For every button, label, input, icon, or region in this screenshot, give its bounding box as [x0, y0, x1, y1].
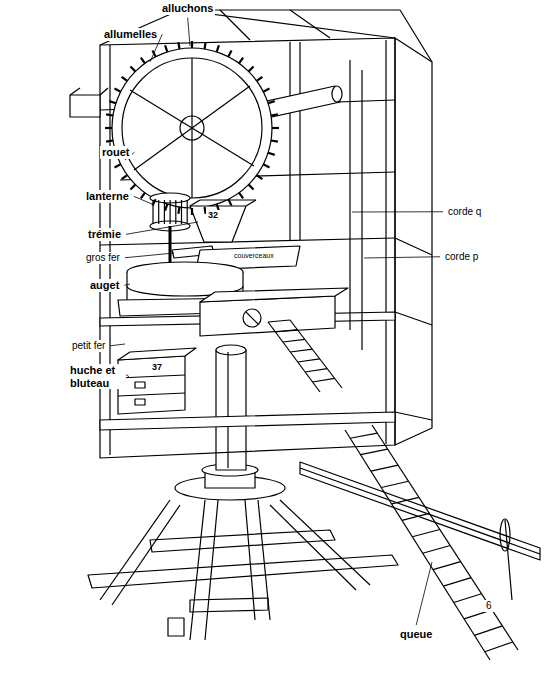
wheel-tooth [239, 193, 243, 199]
part-label: lanterne [84, 190, 131, 203]
wheel-tooth [268, 101, 275, 103]
wheel-tooth [249, 185, 254, 190]
wheel-tooth [271, 114, 278, 115]
part-label: alluchons [160, 2, 215, 15]
wheel-tooth [165, 45, 167, 52]
stair-step [283, 339, 305, 342]
leader-line [124, 284, 130, 285]
ladder-rung [361, 449, 388, 455]
lantern-pinion [150, 193, 190, 272]
wheel-tooth [257, 175, 263, 179]
part-label: allumelles [102, 28, 159, 41]
wheel-tooth [257, 77, 263, 81]
part-label: corde q [446, 206, 483, 218]
wheel-tooth [178, 42, 179, 49]
wheel-tooth [106, 141, 113, 142]
ladder-rung [423, 546, 451, 554]
lantern-stave [152, 200, 153, 224]
ladder-rung [474, 626, 502, 635]
wheel-tooth [191, 41, 193, 48]
lantern-stave [187, 200, 188, 224]
part-label: queue [398, 628, 434, 641]
wheel-tooth [217, 45, 219, 52]
wheel-tooth [263, 89, 269, 92]
lantern-stave [175, 200, 176, 224]
lantern-stave [164, 200, 165, 224]
wheel-tooth [268, 153, 275, 155]
wheel-tooth [272, 127, 279, 129]
part-label: huche et bluteau [68, 364, 126, 389]
leader-line [110, 344, 125, 346]
stair-step [275, 330, 297, 332]
tail-beam [300, 462, 540, 600]
wheel-tooth [130, 66, 135, 71]
callout-number: 32 [206, 210, 220, 220]
ladder-rung [350, 433, 377, 438]
ladder-rung [454, 594, 482, 603]
ladder-rung [412, 529, 439, 536]
lantern-stave [170, 200, 171, 224]
wheel-tooth [239, 58, 243, 64]
wheel-tooth [130, 185, 135, 190]
ladder-rung [433, 562, 461, 570]
ladder-rung [381, 481, 408, 487]
stair-step [290, 349, 312, 352]
wheel-tooth [263, 164, 269, 167]
callout-number: 37 [150, 362, 164, 372]
wheel-tooth [122, 175, 128, 179]
wheel-tooth [165, 204, 167, 211]
part-label: couverceaux [232, 252, 276, 260]
buck-frame [70, 10, 432, 458]
wheel-tooth [205, 42, 206, 49]
stair-step [298, 359, 320, 362]
part-label: trémie [86, 228, 123, 241]
wheel-tooth [228, 50, 231, 56]
part-label: petit fer [70, 340, 107, 352]
ladder-rung [443, 578, 471, 586]
wheel-tooth [141, 193, 145, 199]
outer-ladder [345, 425, 518, 660]
wheel-tooth [114, 89, 120, 92]
wheel-tooth [249, 66, 254, 71]
leader-line [126, 222, 198, 234]
wheel-tooth [178, 207, 179, 214]
brake-wheel [112, 48, 272, 208]
wheel-tooth [271, 141, 278, 142]
wheel-tooth [106, 114, 113, 115]
leader-line [125, 253, 174, 258]
ladder-rung [485, 642, 513, 652]
crown-beam [200, 288, 348, 336]
part-label: auget [88, 279, 121, 292]
wheel-tooth [228, 199, 231, 205]
stair-step [313, 378, 335, 382]
wheel-tooth [105, 127, 112, 129]
ladder-rung [371, 465, 398, 471]
stair-step [268, 320, 290, 322]
inner-stairs [268, 320, 342, 392]
lantern-stave [158, 200, 159, 224]
leader-line [134, 196, 152, 204]
wheel-tooth [122, 77, 128, 81]
part-label: corde p [443, 251, 480, 263]
rope-q [349, 60, 350, 330]
ladder-rung [402, 513, 429, 520]
leader-line [188, 18, 190, 46]
meal-bin [118, 348, 196, 414]
part-label: rouet [100, 146, 132, 159]
wheel-tooth [141, 58, 145, 64]
leader-line [364, 257, 440, 258]
rope-p [361, 70, 362, 350]
lantern-stave [181, 200, 182, 224]
part-label: gros fer [84, 252, 122, 264]
stair-step [305, 369, 327, 372]
leader-line [352, 211, 443, 212]
wheel-tooth [191, 208, 193, 215]
wheel-tooth [109, 101, 116, 103]
callout-number: 6 [484, 600, 494, 612]
wheel-tooth [114, 164, 120, 167]
leader-line [416, 562, 432, 625]
ladder-rung [392, 497, 419, 504]
